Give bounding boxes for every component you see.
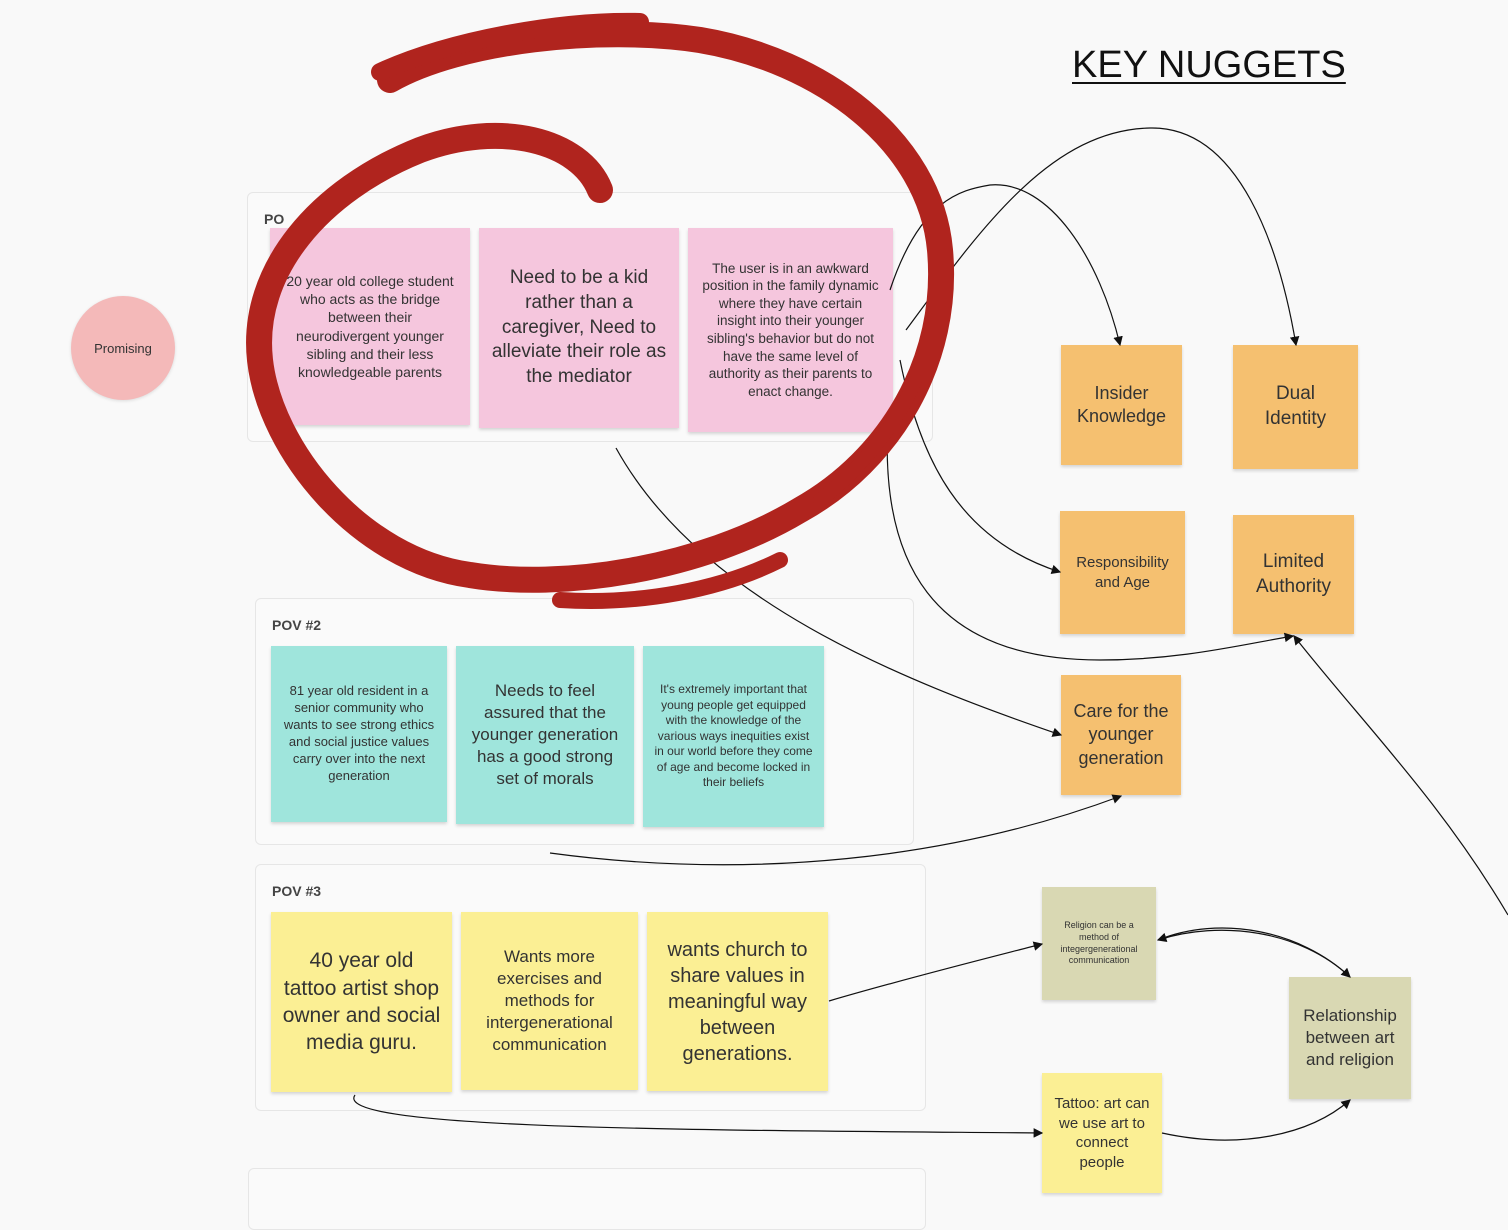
pov1-note-need[interactable]: Need to be a kid rather than a caregiver… bbox=[479, 228, 679, 428]
pov3-note-need[interactable]: Wants more exercises and methods for int… bbox=[461, 912, 638, 1090]
nugget-care-younger-generation[interactable]: Care for the younger generation bbox=[1061, 675, 1181, 795]
nugget-dual-identity[interactable]: Dual Identity bbox=[1233, 345, 1358, 469]
red-marker-circle bbox=[246, 12, 955, 609]
promising-badge[interactable]: Promising bbox=[71, 296, 175, 400]
key-nuggets-title: KEY NUGGETS bbox=[1072, 44, 1346, 86]
connector-dual-identity bbox=[905, 127, 1300, 347]
connector-relationship-back bbox=[1156, 929, 1351, 978]
connector-religion-relationship bbox=[1157, 927, 1351, 978]
pov3-label: POV #3 bbox=[272, 883, 322, 899]
pov2-note-need[interactable]: Needs to feel assured that the younger g… bbox=[456, 646, 634, 824]
pov1-note-insight[interactable]: The user is in an awkward position in th… bbox=[688, 228, 893, 432]
canvas-overlay bbox=[246, 12, 1508, 1141]
promising-badge-label: Promising bbox=[94, 340, 152, 356]
nugget-limited-authority[interactable]: Limited Authority bbox=[1233, 515, 1354, 634]
nugget-responsibility-age[interactable]: Responsibility and Age bbox=[1060, 511, 1185, 634]
pov2-note-insight[interactable]: It's extremely important that young peop… bbox=[643, 646, 824, 827]
connector-care-from-pov2 bbox=[549, 794, 1123, 866]
connector-tattoo-art bbox=[353, 1094, 1044, 1138]
pov3-note-insight[interactable]: wants church to share values in meaningf… bbox=[647, 912, 828, 1091]
connector-limited-authority bbox=[886, 419, 1295, 661]
nugget-insider-knowledge[interactable]: Insider Knowledge bbox=[1061, 345, 1182, 465]
pov1-label: PO bbox=[264, 211, 285, 227]
nugget-religion-method[interactable]: Religion can be a method of integergener… bbox=[1042, 887, 1156, 1000]
pov2-note-user[interactable]: 81 year old resident in a senior communi… bbox=[271, 646, 447, 822]
connector-tattoo-relationship bbox=[1161, 1099, 1351, 1141]
pov1-note-user[interactable]: 20 year old college student who acts as … bbox=[270, 228, 470, 425]
pov2-label: POV #2 bbox=[272, 617, 322, 633]
connector-limited-from-right bbox=[1293, 635, 1508, 916]
nugget-art-religion[interactable]: Relationship between art and religion bbox=[1289, 977, 1411, 1099]
pov3-note-user[interactable]: 40 year old tattoo artist shop owner and… bbox=[271, 912, 452, 1092]
connector-care-from-pov1 bbox=[615, 447, 1063, 737]
connector-religion-method bbox=[828, 941, 1044, 1002]
nugget-tattoo-art[interactable]: Tattoo: art can we use art to connect pe… bbox=[1042, 1073, 1162, 1193]
